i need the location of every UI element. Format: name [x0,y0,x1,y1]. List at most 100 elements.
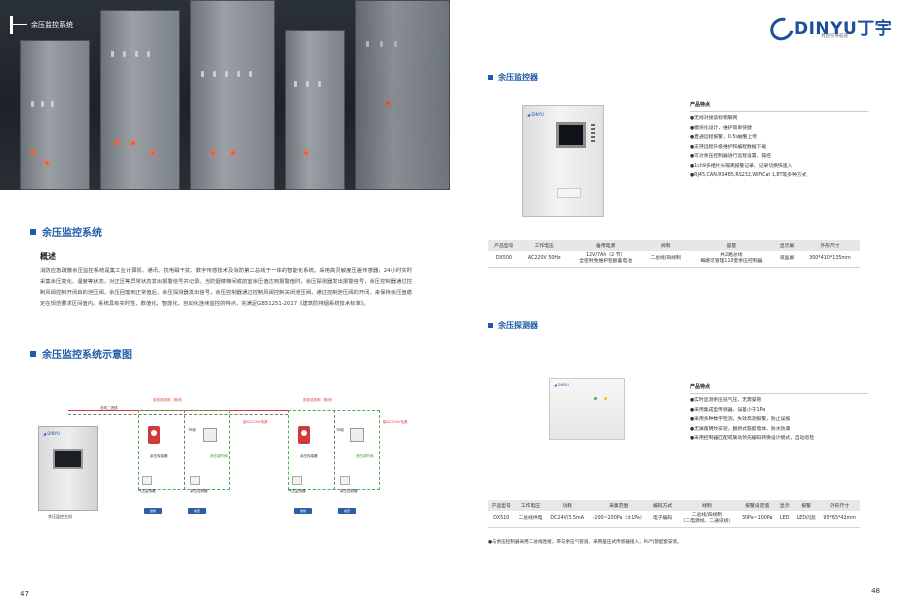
table-cell: LED [776,511,793,528]
table-cell: 液晶屏 [774,251,800,268]
table-cell: 95*65*42mm [819,511,860,528]
table-header: 工作电压 [519,240,569,251]
heading-marker [30,228,36,235]
table-cell: 电子编码 [649,511,676,528]
table-row: DX500 AC220V 50Hz 12V/7Ah（2 节） 全密封免维护铅酸蓄… [488,251,860,268]
status-led [594,397,597,400]
features-title: 产品特点 [690,384,711,390]
table-cell: DX500 [488,251,520,268]
detector-1 [203,428,217,442]
heading-marker [488,75,493,80]
detector-spec-table: 产品型号 工作电压 功耗 采集范围 编码方式 线制 报警设定值 显示 报警 外形… [488,500,860,528]
pressure-sensor-2 [298,426,310,444]
controller-box-2 [340,476,350,485]
power-label-1: 接AC220V电源 [243,420,268,424]
feature-item: ●可对余压控制器进行远程设置、操控 [690,154,771,159]
table-row: DX510 二总线供电 DC24V/3.5mA -200~200Pa（±1Pa）… [488,511,860,528]
device-sticker [557,188,581,198]
overview-title: 概述 [40,252,56,261]
system-diagram: 总线二进线 ◢ DINYU 余压监控主机 前室送风阀（常闭） 余压传感器 TB前… [38,390,418,525]
table-header: 外形尺寸 [819,500,860,511]
pressure-sensor-1 [148,426,160,444]
detector-heading: 余压探测器 [488,320,538,331]
monitor-box-2 [292,476,302,485]
status-led [604,397,607,400]
brand-slogan: 为您引导前途 [821,34,848,39]
table-cell: AC220V 50Hz [519,251,569,268]
bus-line-label: 总线二进线 [100,406,118,410]
table-header: 外形尺寸 [799,240,860,251]
heading-marker [488,323,493,328]
hero-image: 余压监控系统 [0,0,450,190]
sensor-label-2: 余压传感器 [300,454,318,458]
cabinet [355,0,450,190]
green-label-2: 泄压调节阀 [356,454,374,458]
hero-tag: 余压监控系统 [10,16,120,34]
diagram-heading: 余压监控系统示意图 [30,346,132,361]
zone1-divider [184,410,185,490]
feature-item: ●采用集成型传感器，误差小于1Pa [690,407,766,413]
diagram-heading-text: 余压监控系统示意图 [42,350,132,361]
power-label-2: 接AC220V电源 [383,420,408,424]
heading-marker [30,350,36,357]
feature-item: ●采用控制器匹配或联动领先编码转换设计模式，自动巡检 [690,436,815,441]
feature-item: ●直通远程报警，0.5s触警上传 [690,135,758,140]
brand-logo: DINYU丁宇 [794,19,893,39]
front-tag-2: 前室 [338,508,356,514]
table-header: 容量 [688,240,775,251]
controller-spec-table: 产品型号 工作电压 备用电源 线制 容量 显示屏 外形尺寸 DX500 AC22… [488,240,860,268]
table-header-row: 产品型号 工作电压 备用电源 线制 容量 显示屏 外形尺寸 [488,240,860,251]
box-label-1: 气压监测器 [138,489,156,493]
valve-label-2: TB前 [336,428,345,432]
table-cell: LED闪亮 [792,511,820,528]
panel-label: 余压监控主机 [48,514,72,519]
table-header: 产品型号 [488,500,515,511]
bus-line-2 [68,414,288,415]
table-cell: DC24V/3.5mA [546,511,589,528]
feature-item: ●RJ45,CAN,RS485,RS232,WiFiCat 1,8T等多种方式 [690,173,807,178]
box-label-4: 余压控制器 [340,489,358,493]
zone2-divider [334,410,335,490]
panel-screen [53,449,83,469]
table-header-row: 产品型号 工作电压 功耗 采集范围 编码方式 线制 报警设定值 显示 报警 外形… [488,500,860,511]
feature-item: ●实时监测余压低气压、无需穿管 [690,398,762,403]
controller-features: 产品特点 ●无线对接该标物联网 ●模块化设计，维护简单快捷 ●直通远程报警，0.… [690,101,868,181]
box-label-3: 余压控制器 [190,489,208,493]
controller-box-1 [190,476,200,485]
table-cell: 12V/7Ah（2 节） 全密封免维护铅酸蓄电池 [568,251,643,268]
cabinet [190,0,275,190]
device-logo: ◢ DINYU [554,383,569,387]
system-heading: 余压监控系统 [30,224,102,239]
table-cell: 二总线/四线制 （二电源线、二通讯线） [675,511,738,528]
controller-heading: 余压监控器 [488,72,538,83]
box-label-2: 气压监测器 [288,489,306,493]
panel-logo: ◢ DINYU [43,431,60,436]
overview-text: 消防应急疏散余压监控系统是集工业计算机、通讯、抗电磁干扰、数字传感技术及消防第二… [40,268,412,307]
controller-heading-text: 余压监控器 [498,73,538,82]
table-cell: 二总线/四线制 [642,251,689,268]
green-label-1: 泄压调节阀 [210,454,228,458]
table-header: 产品型号 [488,240,520,251]
cabinet [285,30,345,190]
footnote: ●与余压控制器采用二总线连接，带与余压气管道、采用差压式传感器接入，PU气管配套… [488,540,682,545]
feature-item: ●无线对接该标物联网 [690,116,738,121]
controller-panel-illustration: ◢ DINYU [38,426,98,511]
detector-2 [350,428,364,442]
table-header: 采集范围 [588,500,650,511]
detector-device-image: ◢ DINYU [549,378,625,440]
feature-item: ●1ch9多相片头隔离报警记录、记录切换快速入 [690,163,793,169]
zone2-top-label: 前室送风阀（常闭） [303,398,335,402]
cabinet [20,40,90,190]
table-header: 编码方式 [649,500,676,511]
table-header: 线制 [642,240,689,251]
page-number-left: 47 [20,590,29,598]
table-cell: -200~200Pa（±1Pa） [588,511,650,528]
table-header: 线制 [675,500,738,511]
sensor-label-1: 余压传感器 [150,454,168,458]
table-header: 工作电压 [514,500,547,511]
page-number-right: 48 [871,587,880,595]
table-cell: 300*410*135mm [799,251,860,268]
feature-item: ●模块化设计，维护简单快捷 [690,125,752,131]
table-cell: DX510 [488,511,515,528]
device-logo: ◢ DINYU [527,112,544,117]
